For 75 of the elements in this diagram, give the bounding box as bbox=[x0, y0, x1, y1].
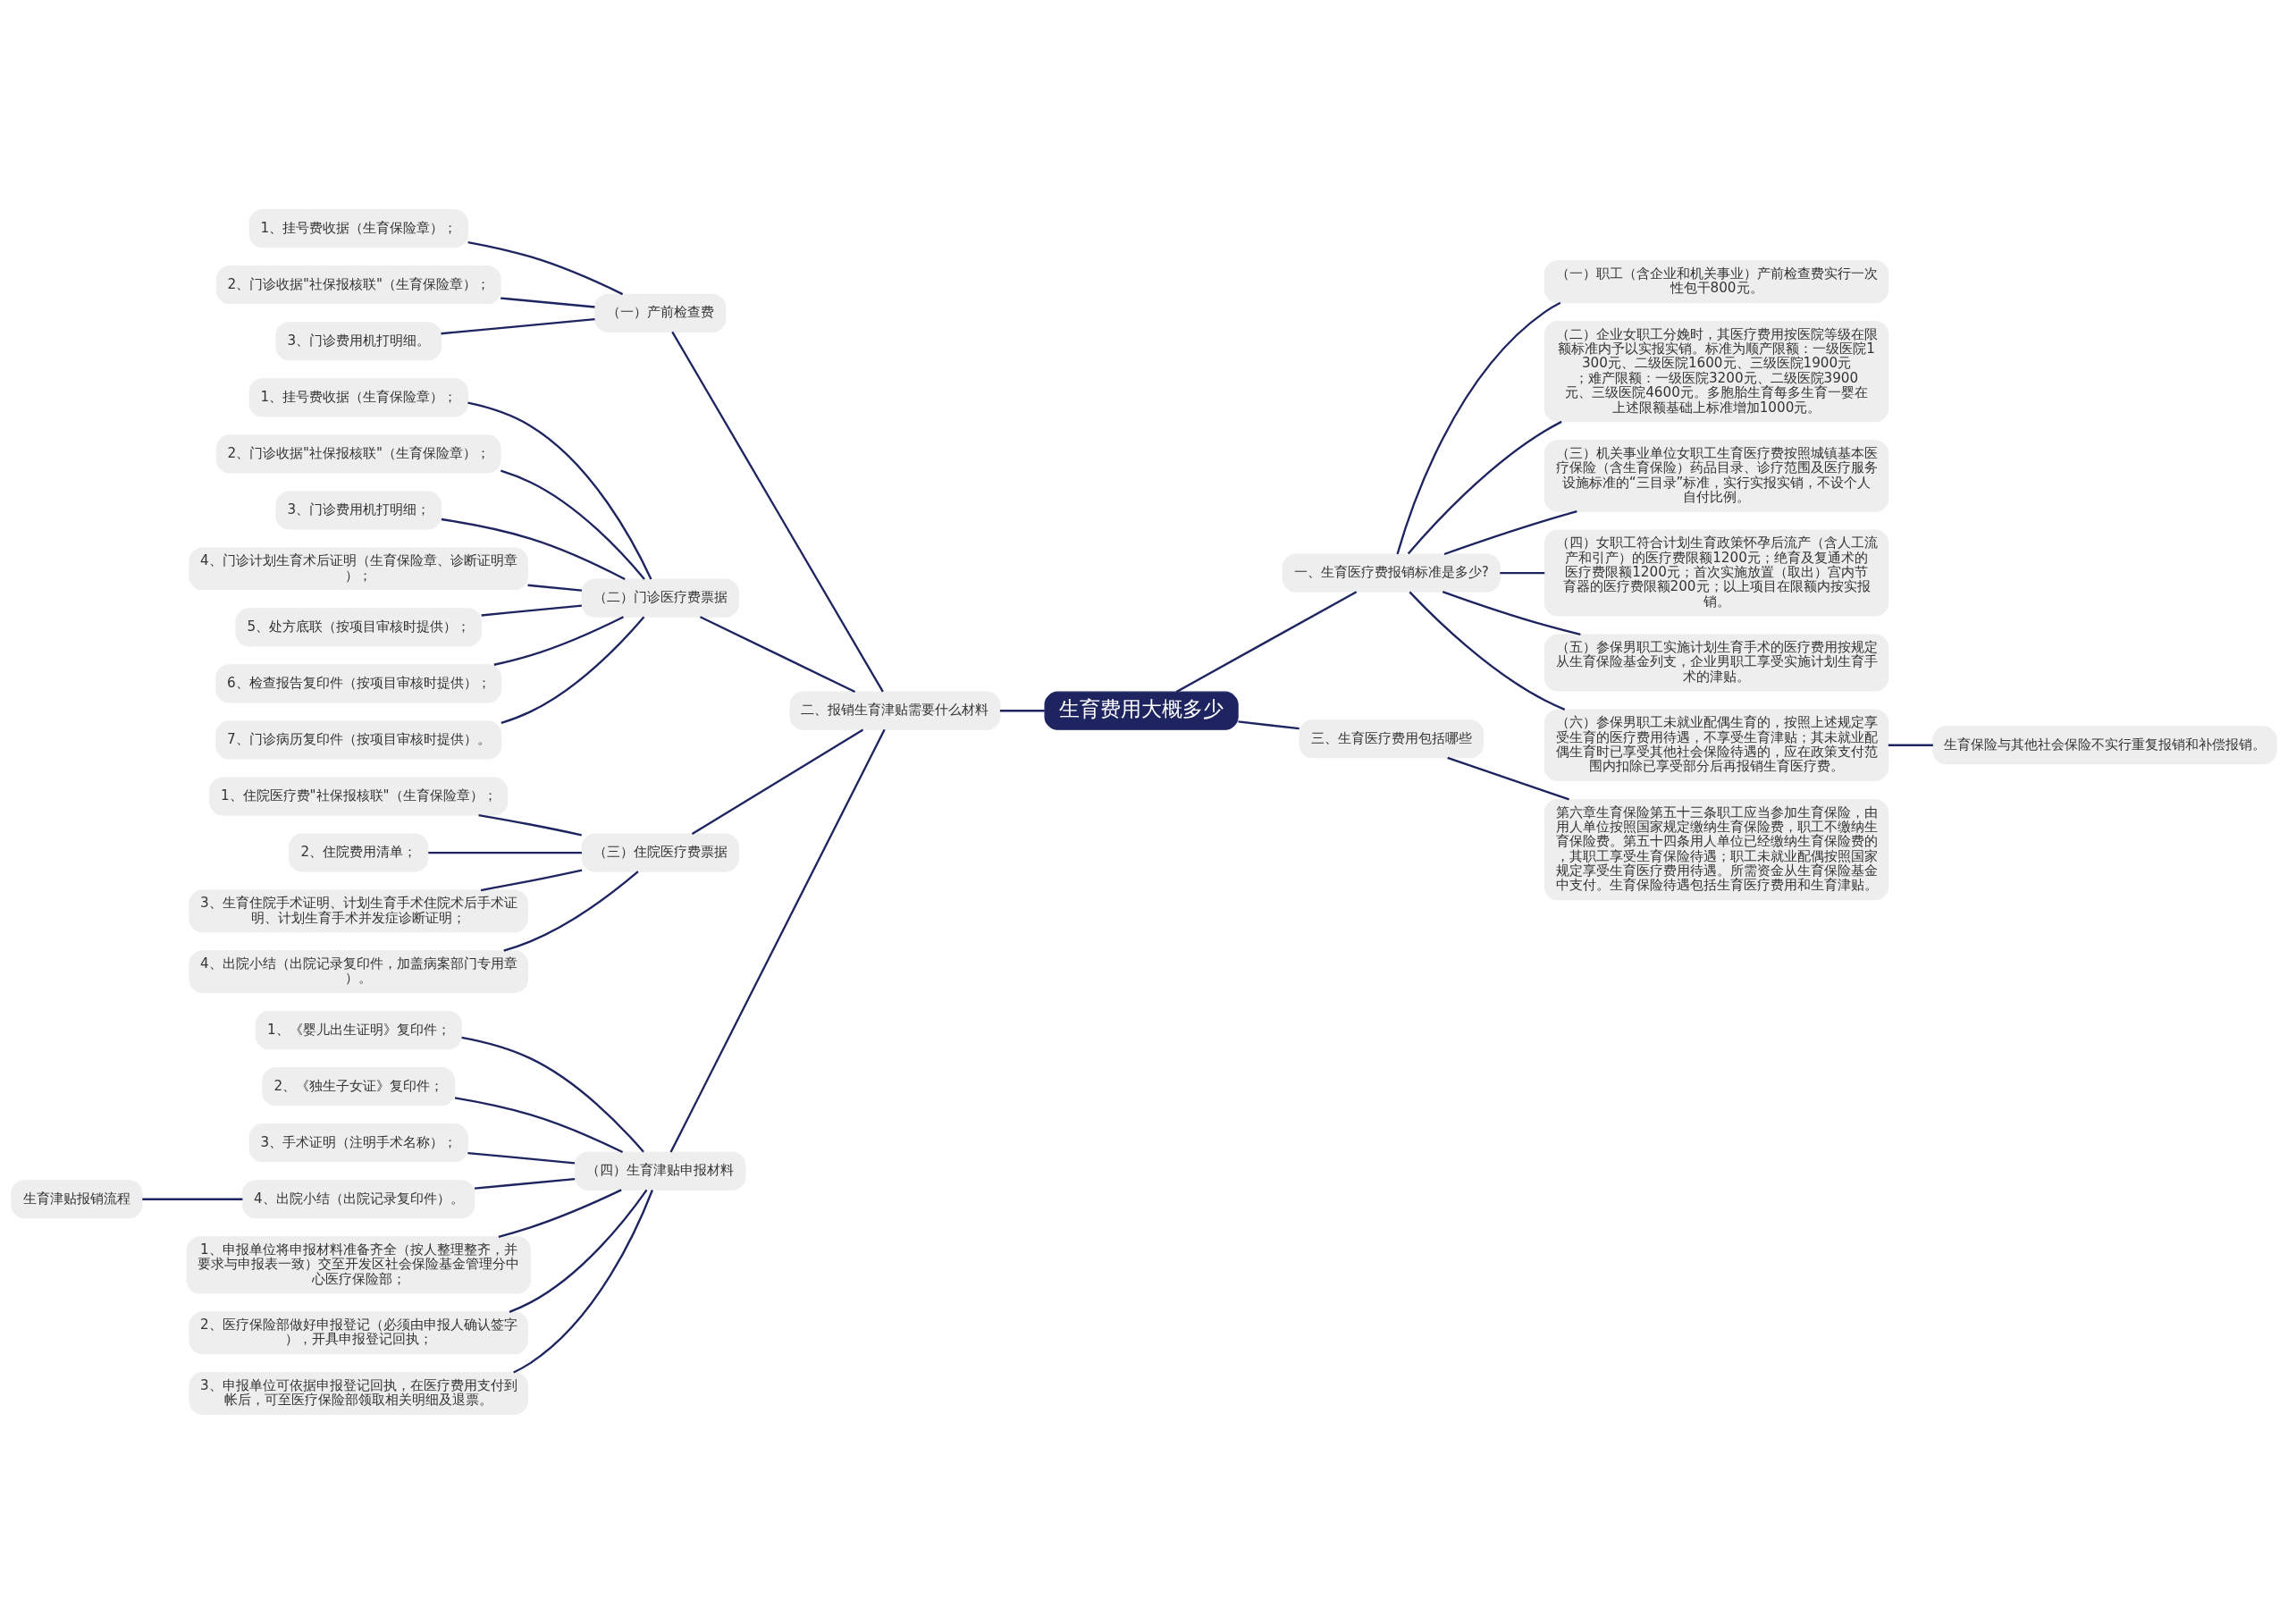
connector bbox=[493, 616, 625, 666]
node-box: 生育津贴报销流程 bbox=[11, 1180, 143, 1219]
connector bbox=[481, 604, 582, 617]
node-box: 4、门诊计划生育术后证明（生育保险章、诊断证明章）； bbox=[189, 547, 528, 591]
node-box: （三）机关事业单位女职工生育医疗费按照城镇基本医疗保险（含生育保险）药品目录、诊疗范围及医疗服务设施标准的“三目录”标准，实行实报实销，不设个人自付比例。 bbox=[1544, 440, 1889, 512]
node-box: 3、申报单位可依据申报登记回执，在医疗费用支付到帐后，可至医疗保险部领取相关明细及退票。 bbox=[189, 1372, 528, 1415]
connector bbox=[1407, 420, 1562, 555]
connector bbox=[527, 584, 583, 592]
node-box: 4、出院小结（出院记录复印件，加盖病案部门专用章）。 bbox=[189, 950, 528, 994]
connector bbox=[461, 1036, 644, 1153]
connector bbox=[1500, 571, 1545, 575]
node-box: 2、医疗保险部做好申报登记（必须由申报人确认签字），开具申报登记回执； bbox=[189, 1311, 528, 1355]
node-box: 1、住院医疗费"社保报核联"（生育保险章）； bbox=[209, 777, 509, 816]
node-box: （二）门诊医疗费票据 bbox=[581, 578, 739, 618]
connector bbox=[480, 869, 583, 892]
node-box: 3、手术证明（注明手术名称）； bbox=[248, 1123, 468, 1163]
connector bbox=[500, 297, 595, 308]
connector bbox=[1442, 591, 1581, 636]
connector bbox=[467, 401, 652, 580]
node-box: （三）住院医疗费票据 bbox=[581, 833, 739, 872]
node-box: 6、检查报告复印件（按项目审核时提供）； bbox=[215, 664, 502, 703]
connector bbox=[671, 331, 884, 693]
connector bbox=[1396, 301, 1561, 555]
connector bbox=[441, 317, 595, 335]
node-box: 1、挂号费收据（生育保险章）； bbox=[248, 209, 468, 248]
connector bbox=[1443, 510, 1577, 556]
node-box: 一、生育医疗费报销标准是多少? bbox=[1282, 553, 1501, 593]
node-box: 二、报销生育津贴需要什么材料 bbox=[789, 691, 1001, 730]
node-box: 2、门诊收据"社保报核联"（生育保险章）； bbox=[215, 434, 501, 474]
connector bbox=[498, 1189, 622, 1238]
connector bbox=[1175, 591, 1358, 694]
node-box: 2、门诊收据"社保报核联"（生育保险章）； bbox=[215, 265, 501, 305]
node-box: 2、《独生子女证》复印件； bbox=[262, 1067, 456, 1107]
node-box: 3、门诊费用机打明细。 bbox=[275, 322, 442, 361]
node-box: 1、申报单位将申报材料准备齐全（按人整理整齐，并要求与申报表一致）交至开发区社会保险基金管理分中心医疗保险部； bbox=[186, 1236, 531, 1294]
node-box: 1、挂号费收据（生育保险章）； bbox=[248, 378, 468, 417]
node-box: （二）企业女职工分娩时，其医疗费用按医院等级在限额标准内予以实报实销。标准为顺产限额：一级医院1300元、二级医院1600元、三级医院1900元；难产限额：一级医院3200元、二级医院3900元、三级医院4600元。多胞胎生育每多生育一婴在上述限额基础上标准增加1000元。 bbox=[1544, 321, 1889, 423]
connector bbox=[1409, 591, 1566, 711]
node-box: 第六章生育保险第五十三条职工应当参加生育保险，由用人单位按照国家规定缴纳生育保险费，职工不缴纳生育保险费。第五十四条用人单位已经缴纳生育保险费的，其职工享受生育保险待遇；职工未就业配偶按照国家规定享受生育医疗费用待遇。所需资金从生育保险基金中支付。生育保险待遇包括生育医疗费用和生育津贴。 bbox=[1544, 798, 1889, 901]
node-box: 3、生育住院手术证明、计划生育手术住院术后手术证明、计划生育手术并发症诊断证明； bbox=[189, 889, 528, 933]
connector bbox=[513, 1190, 653, 1374]
node-box: 三、生育医疗费用包括哪些 bbox=[1299, 719, 1485, 759]
node-box: 生育费用大概多少 bbox=[1044, 691, 1239, 730]
connector bbox=[142, 1198, 243, 1200]
connector bbox=[478, 813, 582, 837]
connector bbox=[509, 1189, 648, 1313]
connector bbox=[500, 616, 645, 725]
connector bbox=[1447, 756, 1569, 801]
connector bbox=[454, 1097, 624, 1154]
node-box: 3、门诊费用机打明细； bbox=[275, 491, 442, 530]
connector bbox=[474, 1177, 576, 1190]
connector bbox=[1888, 744, 1933, 746]
node-box: （一）职工（含企业和机关事业）产前检查费实行一次性包干800元。 bbox=[1544, 260, 1889, 304]
node-box: 7、门诊病历复印件（按项目审核时提供）。 bbox=[215, 720, 502, 760]
connector bbox=[691, 728, 864, 835]
connector bbox=[999, 710, 1045, 712]
node-box: （一）产前检查费 bbox=[594, 293, 727, 332]
connector bbox=[467, 240, 624, 296]
node-box: 2、住院费用清单； bbox=[288, 833, 429, 872]
node-box: 5、处方底联（按项目审核时提供）； bbox=[235, 608, 483, 647]
connector bbox=[467, 1151, 576, 1165]
connector bbox=[1238, 720, 1300, 730]
node-box: （四）女职工符合计划生育政策怀孕后流产（含人工流产和引产）的医疗费限额1200元；绝育及复通术的医疗费限额1200元；首次实施放置（取出）宫内节育器的医疗费限额200元；以上项目在限额内按实报销。 bbox=[1544, 529, 1889, 617]
node-box: （六）参保男职工未就业配偶生育的，按照上述规定享受生育的医疗费用待遇，不享受生育津贴；其未就业配偶生育时已享受其他社会保险待遇的，应在政策支付范围内扣除已享受部分后再报销生育医疗费。 bbox=[1544, 709, 1889, 782]
connector bbox=[441, 517, 626, 580]
connector bbox=[500, 469, 645, 580]
connector bbox=[669, 728, 886, 1153]
node-box: （五）参保男职工实施计划生育手术的医疗费用按规定从生育保险基金列支，企业男职工享受实施计划生育手术的津贴。 bbox=[1544, 634, 1889, 692]
node-box: 1、《婴儿出生证明》复印件； bbox=[255, 1010, 462, 1050]
connector bbox=[428, 851, 582, 854]
node-box: （四）生育津贴申报材料 bbox=[574, 1151, 746, 1191]
node-box: 4、出院小结（出院记录复印件）。 bbox=[242, 1180, 475, 1219]
connector bbox=[699, 616, 856, 694]
node-box: 生育保险与其他社会保险不实行重复报销和补偿报销。 bbox=[1932, 726, 2277, 765]
connector bbox=[503, 871, 639, 952]
